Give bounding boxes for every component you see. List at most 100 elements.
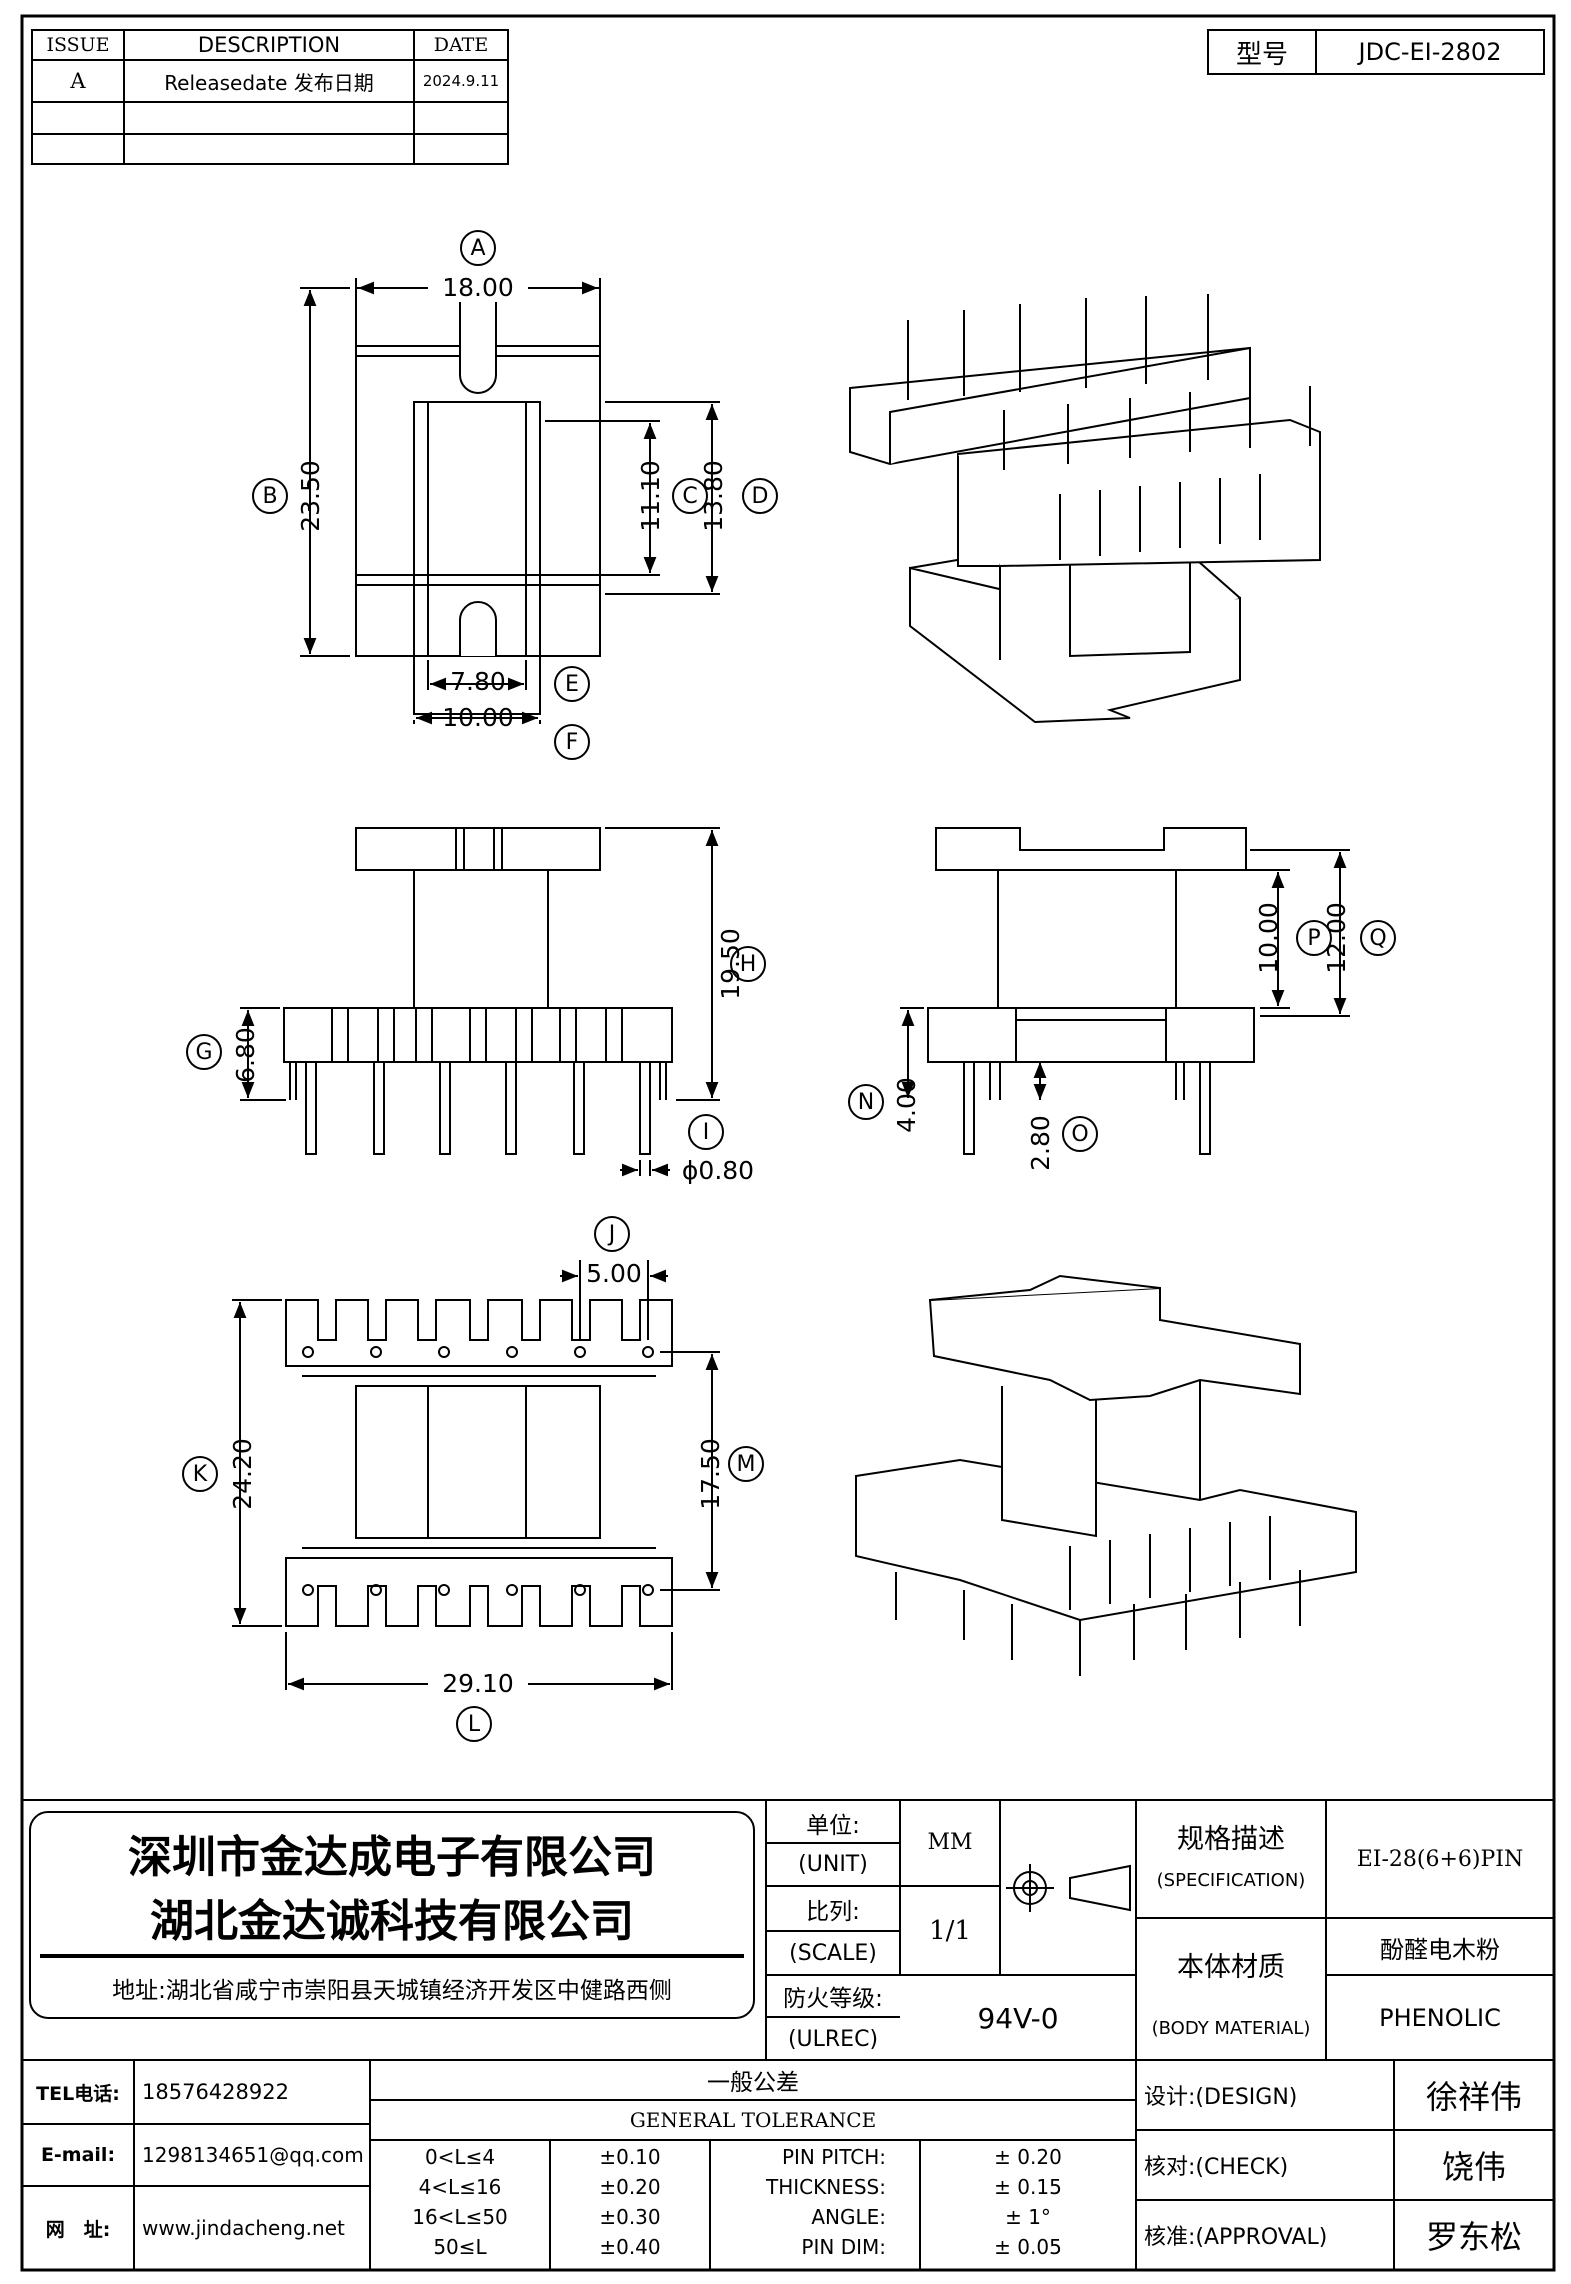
dim-value-b: 23.50	[295, 460, 325, 532]
dim-value-n: 4.00	[891, 1077, 921, 1133]
scale-label: 比列:	[806, 1899, 860, 1925]
unit-value: MM	[927, 1829, 973, 1855]
dim-label-a: A	[470, 235, 486, 261]
sheet-border	[20, 14, 1556, 2272]
rev-row-date: 2024.9.11	[422, 72, 500, 90]
tolerance-range: 50≤L	[433, 2235, 487, 2259]
material-value-cn: 酚醛电木粉	[1380, 1935, 1500, 1964]
dim-label-c: C	[682, 483, 698, 509]
dim-label-f: F	[565, 729, 579, 755]
special-tolerance-name: PIN PITCH:	[781, 2145, 886, 2169]
rev-header-description: DESCRIPTION	[197, 33, 341, 57]
dim-value-m: 17.50	[695, 1438, 725, 1510]
rev-row-description: Releasedate 发布日期	[164, 70, 374, 95]
front-view	[186, 827, 766, 1177]
signoff-name-approval: 罗东松	[1425, 2218, 1522, 2256]
signoff-role-design: 设计:(DESIGN)	[1144, 2085, 1298, 2110]
website-label: 网 址:	[45, 2218, 111, 2241]
iso-view-top	[849, 294, 1321, 724]
title-block-grid	[22, 1799, 1554, 2270]
special-tolerance-name: PIN DIM:	[801, 2235, 886, 2259]
special-tolerance-value: ± 0.15	[994, 2175, 1062, 2199]
revision-table	[31, 29, 509, 165]
bottom-view	[182, 1216, 764, 1742]
company-name-2: 湖北金达诚科技有限公司	[150, 1896, 634, 1947]
tolerance-value: ±0.20	[599, 2175, 661, 2199]
model-number: JDC-EI-2802	[1358, 38, 1502, 66]
material-value-en: PHENOLIC	[1379, 2004, 1501, 2032]
dim-value-f: 10.00	[442, 702, 514, 732]
spec-label: 规格描述	[1177, 1823, 1285, 1855]
company-address: 地址:湖北省咸宁市崇阳县天城镇经济开发区中健路西侧	[112, 1978, 672, 2004]
rev-header-issue: ISSUE	[46, 34, 110, 56]
unit-label: 单位:	[806, 1813, 860, 1839]
special-tolerance-value: ± 1°	[1005, 2205, 1051, 2229]
dim-value-p: 10.00	[1253, 902, 1283, 974]
dim-label-i: I	[702, 1119, 710, 1145]
dim-label-h: H	[739, 951, 757, 977]
dim-label-g: G	[195, 1039, 213, 1065]
top-view	[252, 230, 778, 760]
signoff-name-design: 徐祥伟	[1425, 2078, 1522, 2116]
email-value: 1298134651@qq.com	[142, 2143, 364, 2167]
dim-value-a: 18.00	[428, 272, 528, 302]
tolerance-range: 4<L≤16	[418, 2175, 502, 2199]
scale-value: 1/1	[929, 1916, 971, 1946]
projection-symbol	[1006, 1864, 1131, 1912]
dim-label-b: B	[262, 483, 278, 509]
spec-label-en: (SPECIFICATION)	[1156, 1869, 1306, 1891]
fire-rating-label: 防火等级:	[783, 1986, 883, 2012]
tel-label: TEL电话:	[36, 2082, 120, 2105]
tolerance-title-cn: 一般公差	[707, 2070, 799, 2096]
iso-view-bottom	[855, 1274, 1357, 1676]
signoff-role-check: 核对:(CHECK)	[1144, 2155, 1289, 2180]
tolerance-value: ±0.30	[599, 2205, 661, 2229]
dim-label-n: N	[857, 1089, 875, 1115]
dim-label-q: Q	[1369, 925, 1387, 951]
dim-value-j: 5.00	[586, 1258, 642, 1288]
dim-label-k: K	[192, 1461, 208, 1487]
model-box	[1207, 29, 1545, 75]
company-name-1: 深圳市金达成电子有限公司	[128, 1832, 656, 1883]
dim-value-g: 6.80	[230, 1027, 260, 1083]
rev-header-date: DATE	[433, 34, 489, 56]
dim-label-j: J	[608, 1221, 616, 1247]
model-label: 型号	[1235, 39, 1288, 70]
material-label: 本体材质	[1177, 1951, 1285, 1983]
tolerance-range: 0<L≤4	[424, 2145, 496, 2169]
tolerance-value: ±0.40	[599, 2235, 661, 2259]
dim-value-i: ϕ0.80	[681, 1155, 755, 1185]
dim-label-l: L	[467, 1711, 481, 1737]
scale-label-en: (SCALE)	[789, 1940, 877, 1966]
tolerance-range: 16<L≤50	[412, 2205, 508, 2229]
dim-label-p: P	[1307, 925, 1321, 951]
website-value: www.jindacheng.net	[142, 2216, 345, 2240]
fire-rating-label-en: (ULREC)	[787, 2026, 879, 2052]
special-tolerance-name: THICKNESS:	[766, 2175, 886, 2199]
dim-value-k: 24.20	[227, 1438, 257, 1510]
dim-label-m: M	[736, 1451, 756, 1477]
email-label: E-mail:	[40, 2144, 116, 2166]
rev-row-issue: A	[70, 69, 86, 93]
tel-value: 18576428922	[142, 2080, 289, 2104]
side-view	[848, 827, 1396, 1155]
signoff-name-check: 饶伟	[1441, 2148, 1506, 2186]
dim-value-e: 7.80	[450, 666, 506, 696]
spec-value: EI-28(6+6)PIN	[1356, 1846, 1524, 1872]
special-tolerance-value: ± 0.05	[994, 2235, 1062, 2259]
dim-value-c: 11.10	[635, 460, 665, 532]
dim-value-l: 29.10	[428, 1668, 528, 1698]
dim-label-d: D	[751, 483, 769, 509]
dim-value-o: 2.80	[1025, 1115, 1055, 1171]
fire-rating-value: 94V-0	[977, 2001, 1059, 2035]
dim-label-o: O	[1071, 1121, 1089, 1147]
material-label-en: (BODY MATERIAL)	[1151, 2017, 1311, 2039]
special-tolerance-value: ± 0.20	[994, 2145, 1062, 2169]
unit-label-en: (UNIT)	[798, 1851, 868, 1877]
dim-label-e: E	[565, 671, 579, 697]
tolerance-value: ±0.10	[599, 2145, 661, 2169]
signoff-role-approval: 核准:(APPROVAL)	[1144, 2225, 1328, 2250]
special-tolerance-name: ANGLE:	[811, 2205, 886, 2229]
tolerance-title-en: GENERAL TOLERANCE	[629, 2108, 877, 2132]
